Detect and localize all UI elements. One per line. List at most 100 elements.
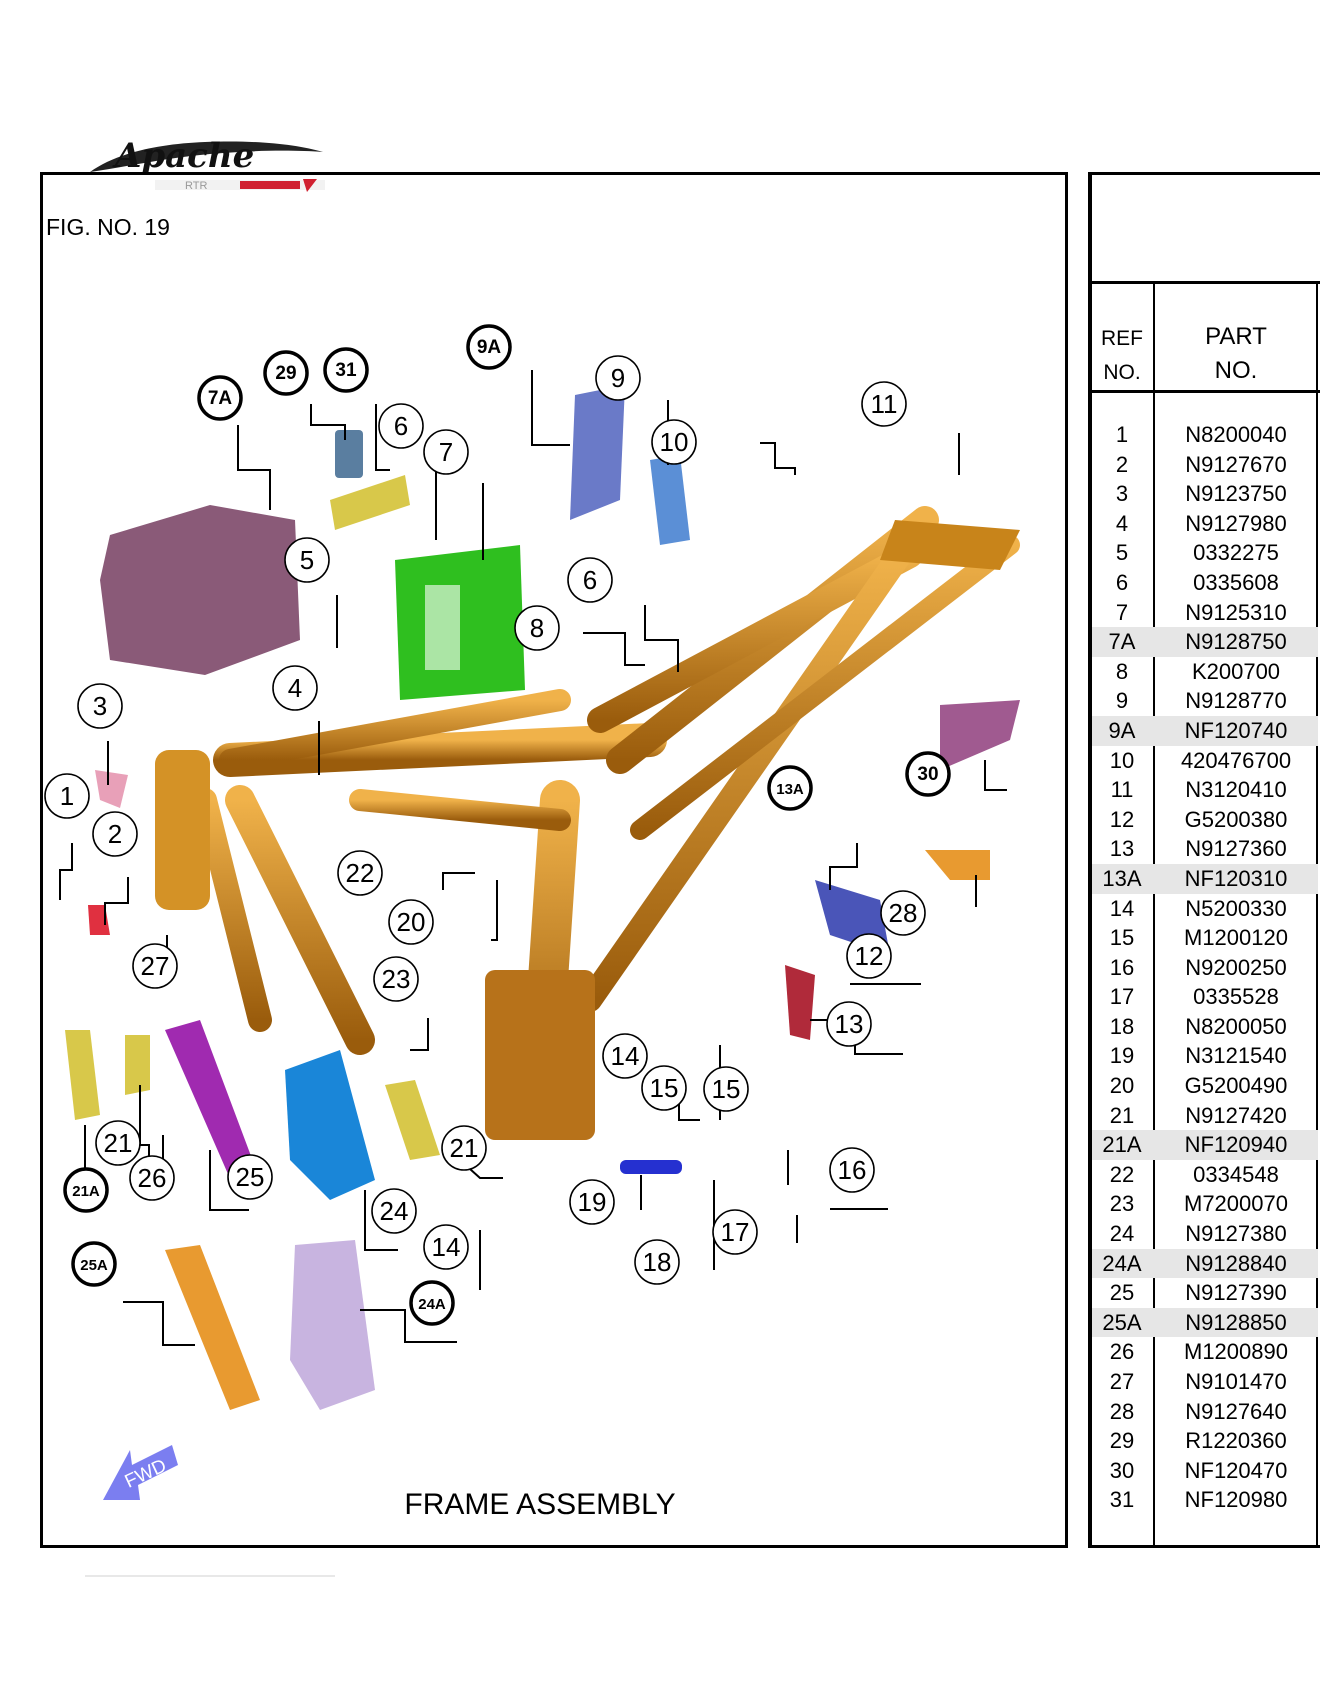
ref-cell: 24A — [1102, 1250, 1142, 1276]
logo-subtext: RTR — [185, 180, 207, 192]
part-31-plate — [330, 475, 410, 530]
callout-25: 25 — [227, 1154, 273, 1200]
callout-5: 5 — [284, 537, 330, 583]
callout-label: 13A — [776, 781, 804, 798]
part-number-cell: 420476700 — [1180, 747, 1292, 773]
callout-label: 31 — [335, 360, 357, 381]
table-column-divider — [1153, 283, 1155, 1548]
swingarm-pivot-plate — [485, 970, 595, 1140]
part-number-cell: N5200330 — [1185, 895, 1287, 921]
part-number-cell: N9123750 — [1185, 481, 1287, 507]
callout-label: 21 — [450, 1133, 479, 1163]
part-13-bracket — [785, 965, 815, 1040]
header-part-line1: PART — [1205, 323, 1267, 350]
ref-cell: 30 — [1109, 1457, 1135, 1483]
part-number-cell: NF120740 — [1184, 717, 1288, 743]
callout-label: 24A — [418, 1296, 446, 1313]
header-ref-line2: NO. — [1103, 361, 1141, 384]
ref-cell: 6 — [1115, 569, 1129, 595]
callout-21a: 21A — [63, 1167, 109, 1213]
callout-label: 6 — [583, 565, 597, 595]
part-number-cell: N8200040 — [1185, 422, 1287, 447]
part-21-bracket-left — [125, 1035, 150, 1095]
callout-label: 25 — [236, 1162, 265, 1192]
callout-label: 9 — [611, 363, 625, 393]
steering-head-tube — [155, 750, 210, 910]
part-9-bracket — [650, 455, 690, 545]
callout-2: 2 — [92, 811, 138, 857]
part-number-cell: 0335528 — [1193, 984, 1279, 1010]
callout-label: 21 — [104, 1128, 133, 1158]
callout-9: 9 — [595, 355, 641, 401]
part-number-cell: K200700 — [1191, 658, 1281, 684]
fwd-arrow: FWD — [103, 1445, 178, 1500]
callout-label: 19 — [578, 1187, 607, 1217]
ref-cell: 21 — [1109, 1102, 1135, 1128]
callout-label: 3 — [93, 691, 107, 721]
callout-label: 2 — [108, 819, 122, 849]
callout-label: 6 — [394, 411, 408, 441]
part-number-cell: 0335608 — [1193, 569, 1279, 595]
header-ref-no: REF NO. — [1092, 322, 1152, 390]
callout-label: 23 — [382, 964, 411, 994]
callout-3: 3 — [77, 683, 123, 729]
figure-number: FIG. NO. 19 — [46, 214, 170, 240]
part-24-cover — [285, 1050, 375, 1200]
callout-11: 11 — [861, 381, 907, 427]
callout-15: 15 — [703, 1066, 749, 1112]
part-number-cell: N9127390 — [1185, 1280, 1287, 1306]
table-row: 6 0335608 — [1092, 568, 1318, 598]
ref-cell: 10 — [1109, 747, 1135, 773]
callout-label: 21A — [72, 1183, 100, 1200]
ref-cell: 25 — [1109, 1280, 1135, 1306]
part-25a-bracket — [165, 1245, 260, 1410]
part-number-cell: G5200380 — [1184, 806, 1288, 832]
ref-cell: 5 — [1115, 540, 1129, 566]
callout-21: 21 — [95, 1120, 141, 1166]
callout-label: 5 — [300, 545, 314, 575]
part-3-clip — [95, 770, 128, 808]
part-2-clip — [88, 905, 110, 935]
part-number-cell: 0334548 — [1193, 1161, 1279, 1187]
ref-cell: 9 — [1115, 688, 1129, 714]
callout-label: 20 — [397, 907, 426, 937]
part-number-cell: N9128750 — [1185, 629, 1287, 655]
ref-cell: 22 — [1109, 1161, 1135, 1187]
callout-18: 18 — [634, 1239, 680, 1285]
callout-label: 14 — [432, 1232, 461, 1262]
table-row: 25 N9127390 — [1092, 1278, 1318, 1308]
table-row: 30 NF120470 — [1092, 1456, 1318, 1486]
part-number-cell: N9128850 — [1185, 1309, 1287, 1335]
callout-28: 28 — [880, 890, 926, 936]
ref-cell: 29 — [1109, 1428, 1135, 1454]
table-row: 10 420476700 — [1092, 746, 1318, 776]
part-number-cell: NF120980 — [1184, 1487, 1288, 1513]
callout-label: 7 — [439, 437, 453, 467]
ref-cell: 24 — [1109, 1221, 1135, 1247]
main-frame — [193, 506, 1020, 1120]
part-24a-cover — [290, 1240, 375, 1410]
callout-16: 16 — [829, 1147, 875, 1193]
header-ref-line1: REF — [1101, 327, 1143, 350]
part-number-cell: NF120470 — [1184, 1457, 1288, 1483]
part-25-bracket — [165, 1020, 260, 1190]
callout-17: 17 — [712, 1209, 758, 1255]
part-number-cell: NF120310 — [1184, 865, 1288, 891]
ref-cell: 13A — [1102, 865, 1142, 891]
ref-cell: 16 — [1109, 954, 1135, 980]
part-21-bracket-right — [385, 1080, 440, 1160]
callout-13a: 13A — [767, 765, 813, 811]
callout-24a: 24A — [409, 1280, 455, 1326]
callout-7: 7 — [423, 429, 469, 475]
callout-19: 19 — [569, 1179, 615, 1225]
callout-15: 15 — [641, 1065, 687, 1111]
